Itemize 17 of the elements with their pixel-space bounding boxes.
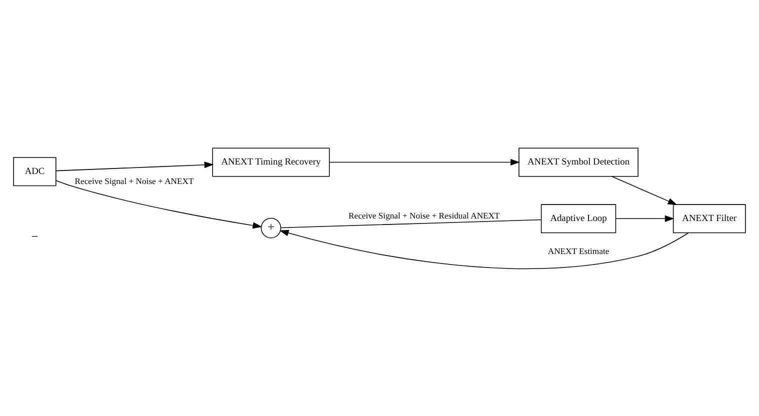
node-box: ANEXT Symbol Detection bbox=[518, 147, 638, 176]
arrow bbox=[616, 214, 674, 222]
node-box: ANEXT Timing Recovery bbox=[212, 147, 330, 176]
label: − bbox=[31, 228, 38, 243]
arrow bbox=[56, 161, 214, 171]
connector bbox=[280, 218, 542, 228]
edge-label: ANEXT Estimate bbox=[548, 245, 610, 256]
edge-label: Receive Signal + Noise + Residual ANEXT bbox=[348, 210, 500, 220]
node-circle: + bbox=[260, 217, 282, 238]
arrow bbox=[612, 176, 678, 204]
arrow bbox=[279, 229, 689, 268]
arrow bbox=[56, 180, 262, 228]
node-box: Adaptive Loop bbox=[540, 204, 616, 233]
arrow bbox=[329, 158, 520, 166]
edge-label: Receive Signal + Noise + ANEXT bbox=[74, 176, 194, 186]
node-box: ANEXT Filter bbox=[672, 204, 746, 233]
node-box: ADC bbox=[13, 156, 56, 186]
